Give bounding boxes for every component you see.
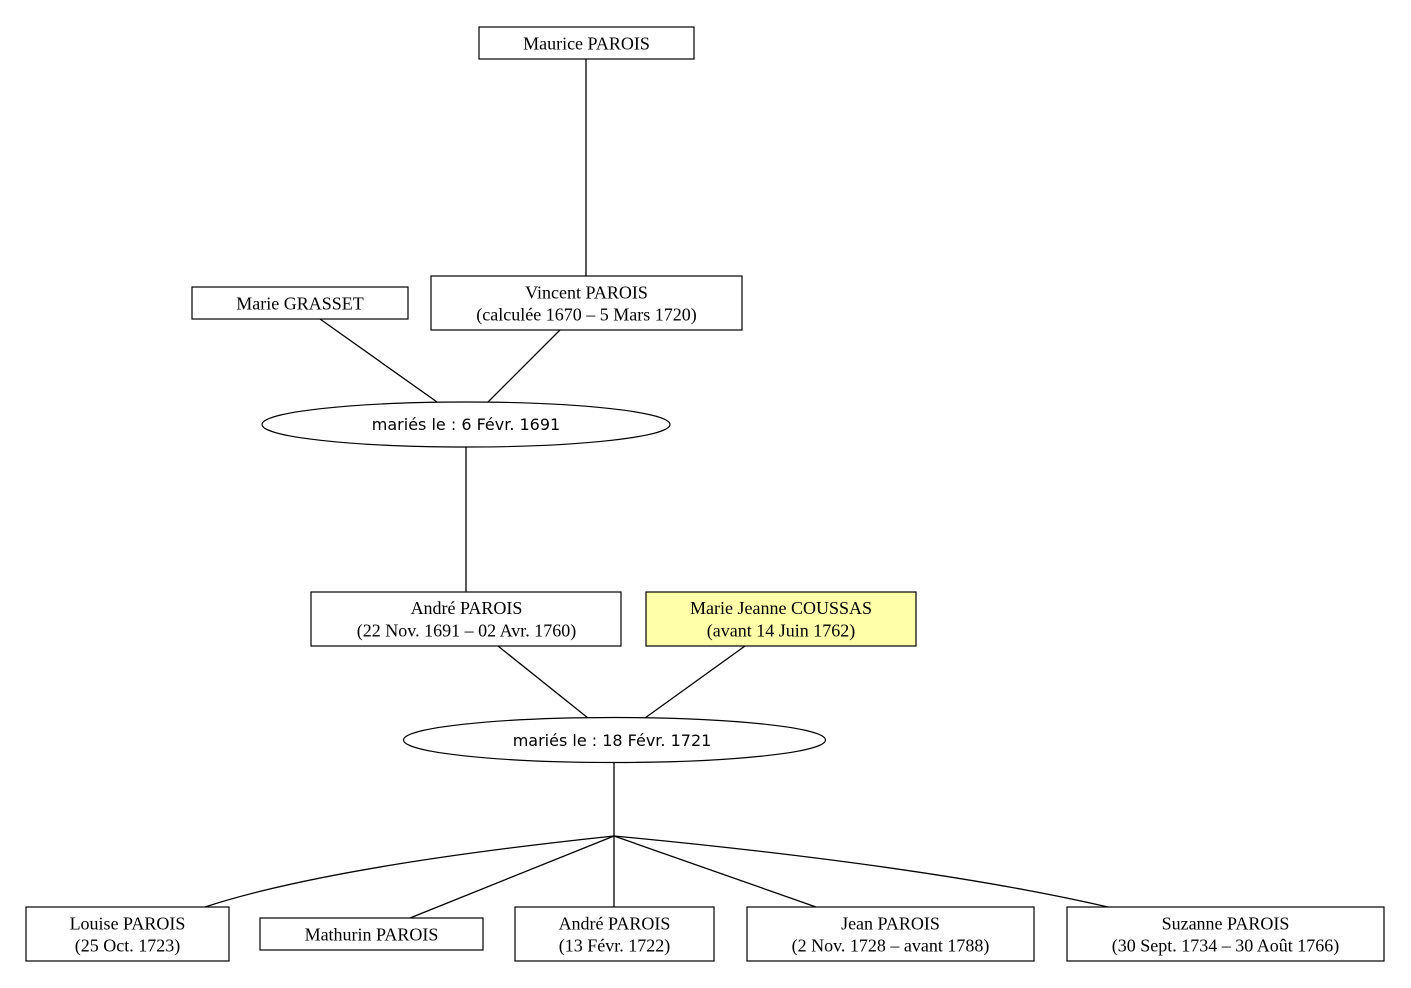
- person-name: Jean PAROIS: [841, 914, 940, 934]
- marriage-1691: mariés le : 6 Févr. 1691: [261, 401, 671, 448]
- person-suzanne-parois: Suzanne PAROIS (30 Sept. 1734 – 30 Août …: [1066, 906, 1385, 962]
- person-dates: (13 Févr. 1722): [559, 936, 671, 957]
- marriage-label: mariés le : 18 Févr. 1721: [513, 731, 712, 750]
- edge-coussas-marriage-1721: [644, 645, 746, 719]
- connectors: [204, 59, 1109, 919]
- person-marie-jeanne-coussas: Marie Jeanne COUSSAS (avant 14 Juin 1762…: [645, 591, 917, 647]
- edge-grasset-marriage-1691: [319, 318, 438, 403]
- marriage-label: mariés le : 6 Févr. 1691: [372, 415, 560, 434]
- person-jean-parois: Jean PAROIS (2 Nov. 1728 – avant 1788): [746, 906, 1035, 962]
- person-mathurin-parois: Mathurin PAROIS: [259, 917, 484, 951]
- person-dates: (30 Sept. 1734 – 30 Août 1766): [1112, 936, 1340, 957]
- person-dates: (22 Nov. 1691 – 02 Avr. 1760): [357, 621, 577, 642]
- edge-child-suzanne: [613, 835, 1109, 908]
- person-name: Mathurin PAROIS: [305, 925, 439, 945]
- edge-child-mathurin: [409, 835, 615, 919]
- person-dates: (avant 14 Juin 1762): [707, 621, 855, 642]
- person-name: Marie Jeanne COUSSAS: [690, 598, 872, 618]
- person-dates: (calculée 1670 – 5 Mars 1720): [476, 305, 696, 326]
- person-name: André PAROIS: [559, 914, 671, 934]
- person-dates: (25 Oct. 1723): [75, 936, 180, 957]
- edge-andre-marriage-1721: [497, 645, 589, 719]
- person-name: Suzanne PAROIS: [1162, 914, 1290, 934]
- person-dates: (2 Nov. 1728 – avant 1788): [792, 936, 990, 957]
- person-name: Vincent PAROIS: [525, 283, 648, 303]
- marriage-1721: mariés le : 18 Févr. 1721: [402, 716, 827, 764]
- person-marie-grasset: Marie GRASSET: [191, 286, 409, 320]
- person-vincent-parois: Vincent PAROIS (calculée 1670 – 5 Mars 1…: [430, 275, 743, 331]
- person-andre-parois-1722: André PAROIS (13 Févr. 1722): [514, 906, 715, 962]
- person-maurice-parois: Maurice PAROIS: [478, 26, 695, 60]
- edge-child-jean: [613, 835, 817, 908]
- edge-child-louise: [204, 835, 615, 908]
- person-name: André PAROIS: [411, 598, 523, 618]
- edge-vincent-marriage-1691: [487, 329, 561, 403]
- person-name: Marie GRASSET: [236, 294, 364, 314]
- person-andre-parois-1691: André PAROIS (22 Nov. 1691 – 02 Avr. 176…: [310, 591, 622, 647]
- person-name: Maurice PAROIS: [523, 34, 650, 54]
- person-louise-parois: Louise PAROIS (25 Oct. 1723): [25, 906, 230, 962]
- person-name: Louise PAROIS: [70, 914, 186, 934]
